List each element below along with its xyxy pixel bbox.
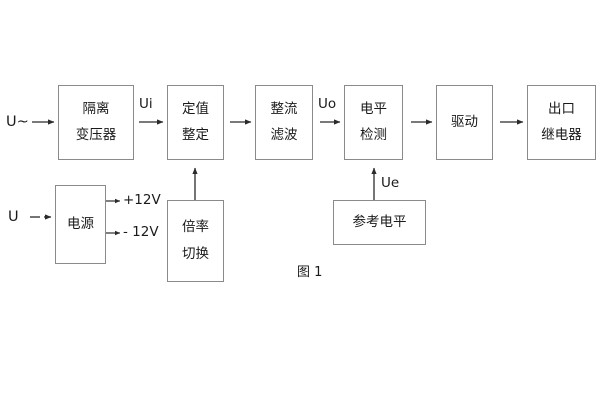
label-input-ac: U~ [6, 114, 29, 130]
label-positive-12v: +12V [123, 192, 161, 208]
block-line: 隔离 [82, 100, 110, 117]
block-reference-level[interactable]: 参考电平 [333, 200, 426, 245]
block-line: 参考电平 [352, 213, 407, 230]
block-output-relay[interactable]: 出口 继电器 [527, 85, 596, 160]
block-line: 出口 [548, 100, 575, 117]
label-uo: Uo [318, 96, 337, 112]
block-level-detection[interactable]: 电平 检测 [344, 85, 403, 160]
block-line: 继电器 [541, 127, 582, 143]
block-line: 切换 [182, 245, 209, 262]
block-drive[interactable]: 驱动 [436, 85, 493, 160]
block-line: 倍率 [182, 219, 209, 235]
block-line: 驱动 [451, 113, 478, 130]
block-line: 电源 [67, 215, 94, 232]
block-line: 滤波 [270, 127, 298, 143]
label-input-dc: U [8, 209, 19, 225]
label-ui: Ui [139, 96, 153, 112]
figure-caption: 图 1 [297, 265, 323, 280]
block-line: 整定 [182, 127, 209, 143]
block-power-supply[interactable]: 电源 [55, 185, 106, 264]
label-ue: Ue [381, 175, 400, 191]
label-negative-12v: - 12V [123, 224, 159, 240]
block-isolation-transformer[interactable]: 隔离 变压器 [58, 85, 134, 160]
block-rectify-filter[interactable]: 整流 滤波 [255, 85, 313, 160]
block-line: 电平 [360, 100, 387, 117]
block-setting-value[interactable]: 定值 整定 [167, 85, 224, 160]
block-line: 定值 [182, 100, 209, 117]
block-line: 检测 [360, 127, 387, 143]
block-line: 变压器 [75, 127, 117, 143]
block-multiplier-switch[interactable]: 倍率 切换 [167, 200, 224, 282]
block-line: 整流 [270, 100, 298, 117]
